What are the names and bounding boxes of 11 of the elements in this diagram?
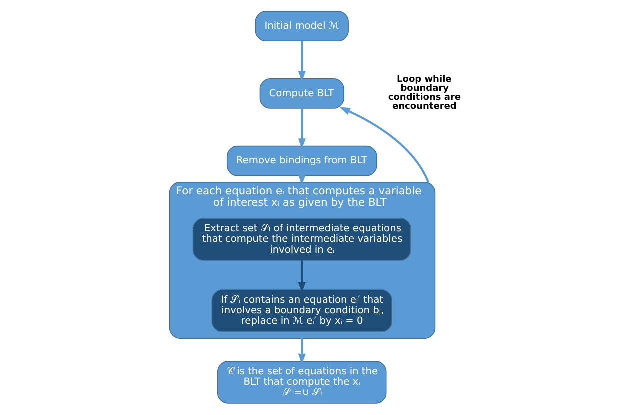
arrow <box>340 107 430 183</box>
node-box: Compute BLT <box>260 78 344 109</box>
arrow <box>298 260 306 294</box>
node-box: Initial model ℳ <box>255 11 349 42</box>
node-box: Extract set 𝒮ᵢ of intermediate equations that compute the intermediate variables involved in eᵢ <box>192 218 412 261</box>
node-box: If 𝒮ᵢ contains an equation eᵢ′ that involves a boundary condition bⱼ, replace in ℳ eᵢ′ by xᵢ = 0 <box>212 290 392 332</box>
label: Loop while boundary conditions are encountered <box>388 75 462 112</box>
arrow <box>298 108 306 150</box>
arrow <box>298 41 306 82</box>
arrow <box>298 338 306 365</box>
node-box: 𝒞 is the set of equations in the BLT that compute the xᵢ 𝒮 =∪ 𝒮ᵢ <box>218 361 387 404</box>
